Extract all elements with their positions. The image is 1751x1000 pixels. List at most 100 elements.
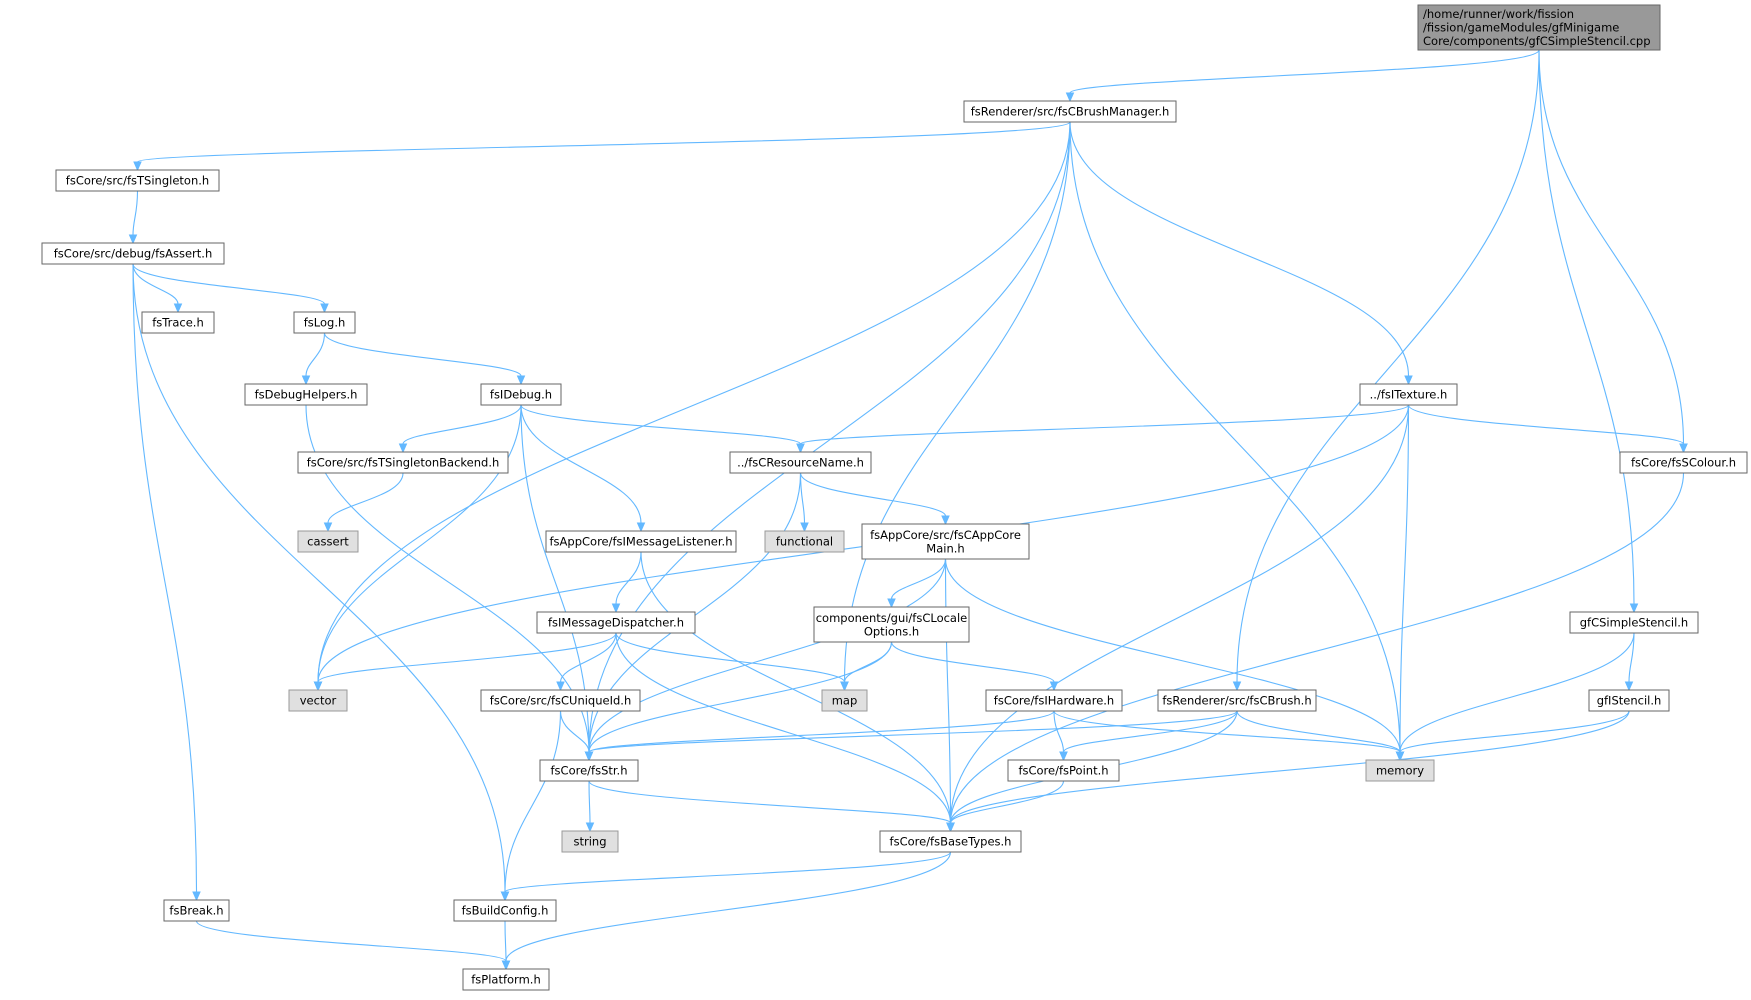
arrowhead [1065,92,1075,103]
node-uniqueid[interactable]: fsCore/src/fsCUniqueId.h [480,689,641,712]
edge-assert-to-log [132,263,329,314]
arrowhead [1232,681,1242,692]
node-idebug[interactable]: fsIDebug.h [480,383,562,406]
edge-line [1236,49,1540,683]
edge-line [317,404,522,683]
edge-tsingleton-to-assert [128,190,139,245]
node-root[interactable]: /home/runner/work/fission/fission/gameMo… [1417,4,1661,51]
arrowhead [1404,375,1413,386]
node-box [41,242,225,265]
node-label: ../fsITexture.h [1370,388,1448,402]
arrowhead [1059,751,1068,762]
node-tsingleton[interactable]: fsCore/src/fsTSingleton.h [55,169,220,192]
node-resname[interactable]: ../fsCResourceName.h [729,451,872,474]
node-assert[interactable]: fsCore/src/debug/fsAssert.h [41,242,225,265]
node-functional[interactable]: functional [764,530,845,553]
node-box [879,830,1022,853]
edge-line [305,332,326,377]
edge-appcoremain-to-basetypes [944,558,955,833]
node-label: Options.h [864,624,919,638]
node-trace[interactable]: fsTrace.h [141,311,215,334]
node-box [536,611,696,634]
edge-basetypes-to-platform [501,851,952,971]
node-label: fsIMessageDispatcher.h [548,616,684,630]
edge-line [843,641,893,683]
edge-line [559,710,590,753]
node-cbrush[interactable]: fsRenderer/src/fsCBrush.h [1157,689,1317,712]
node-box [1588,689,1670,712]
node-break[interactable]: fsBreak.h [163,899,230,922]
node-label: fsCore/src/fsCUniqueId.h [490,694,631,708]
node-label: gfIStencil.h [1597,694,1662,708]
edge-line [195,920,507,962]
arrowhead [320,303,329,314]
edge-line [949,404,1410,824]
arrowhead [128,234,138,245]
arrowhead [636,522,646,533]
edge-line [588,780,952,824]
node-point[interactable]: fsCore/fsPoint.h [1007,759,1120,782]
node-str[interactable]: fsCore/fsStr.h [539,759,639,782]
node-gfsimplestencil[interactable]: gfCSimpleStencil.h [1569,611,1699,634]
node-gfistencil[interactable]: gfIStencil.h [1588,689,1670,712]
node-memory[interactable]: memory [1365,759,1435,782]
node-label: components/gui/fsCLocale [816,611,968,625]
node-label: fsIDebug.h [490,388,552,402]
node-label: fsDebugHelpers.h [255,388,358,402]
edge-line [588,121,1071,753]
node-cassert[interactable]: cassert [297,530,359,553]
edge-line [1407,404,1685,445]
node-box [539,759,639,782]
node-basetypes[interactable]: fsCore/fsBaseTypes.h [879,830,1022,853]
node-itexture[interactable]: ../fsITexture.h [1359,383,1458,406]
node-box [985,689,1123,712]
edge-line [588,710,1055,753]
arrowhead [133,161,142,172]
node-debughelpers[interactable]: fsDebugHelpers.h [244,383,368,406]
edge-root-to-scolour [1538,49,1688,454]
edge-line [1538,49,1685,445]
node-map[interactable]: map [821,689,868,712]
edge-log-to-idebug [323,332,526,386]
edge-assert-to-buildconfig [132,263,510,902]
edge-root-to-brushmgr [1065,49,1540,103]
node-msgdispatcher[interactable]: fsIMessageDispatcher.h [536,611,696,634]
node-label: fsAppCore/fsIMessageListener.h [550,535,733,549]
node-layer: /home/runner/work/fission/fission/gameMo… [41,4,1748,991]
edge-line [504,710,562,893]
edge-str-to-string [585,780,595,833]
edge-itexture-to-scolour [1407,404,1688,454]
node-buildconfig[interactable]: fsBuildConfig.h [453,899,557,922]
node-brushmgr[interactable]: fsRenderer/src/fsCBrushManager.h [963,100,1177,123]
node-label: fsLog.h [304,316,346,330]
node-vector[interactable]: vector [288,689,348,712]
node-log[interactable]: fsLog.h [293,311,356,334]
arrowhead [887,598,896,609]
edge-break-to-platform [195,920,511,971]
node-label: fsBuildConfig.h [462,904,549,918]
edge-line [132,263,326,305]
node-tsbackend[interactable]: fsCore/src/fsTSingletonBackend.h [297,451,509,474]
node-scolour[interactable]: fsCore/fsSColour.h [1619,451,1748,474]
edge-itexture-to-resname [796,404,1410,454]
edge-line [890,641,1055,683]
edge-gfsimplestencil-to-gfistencil [1624,632,1635,692]
edge-line [136,121,1071,163]
edge-uniqueid-to-buildconfig [500,710,562,902]
node-msglistener[interactable]: fsAppCore/fsIMessageListener.h [545,530,737,553]
node-string[interactable]: string [561,830,619,853]
node-label: fsCore/fsPoint.h [1018,764,1108,778]
node-box [861,523,1030,560]
edge-line [317,121,1071,683]
node-platform[interactable]: fsPlatform.h [462,968,550,991]
node-box [480,689,641,712]
edge-buildconfig-to-platform [501,920,511,971]
edge-line [402,404,522,445]
node-box [288,689,348,712]
node-label: Core/components/gfCSimpleStencil.cpp [1423,34,1651,48]
node-ihardware[interactable]: fsCore/fsIHardware.h [985,689,1123,712]
node-label: fsTrace.h [152,316,204,330]
